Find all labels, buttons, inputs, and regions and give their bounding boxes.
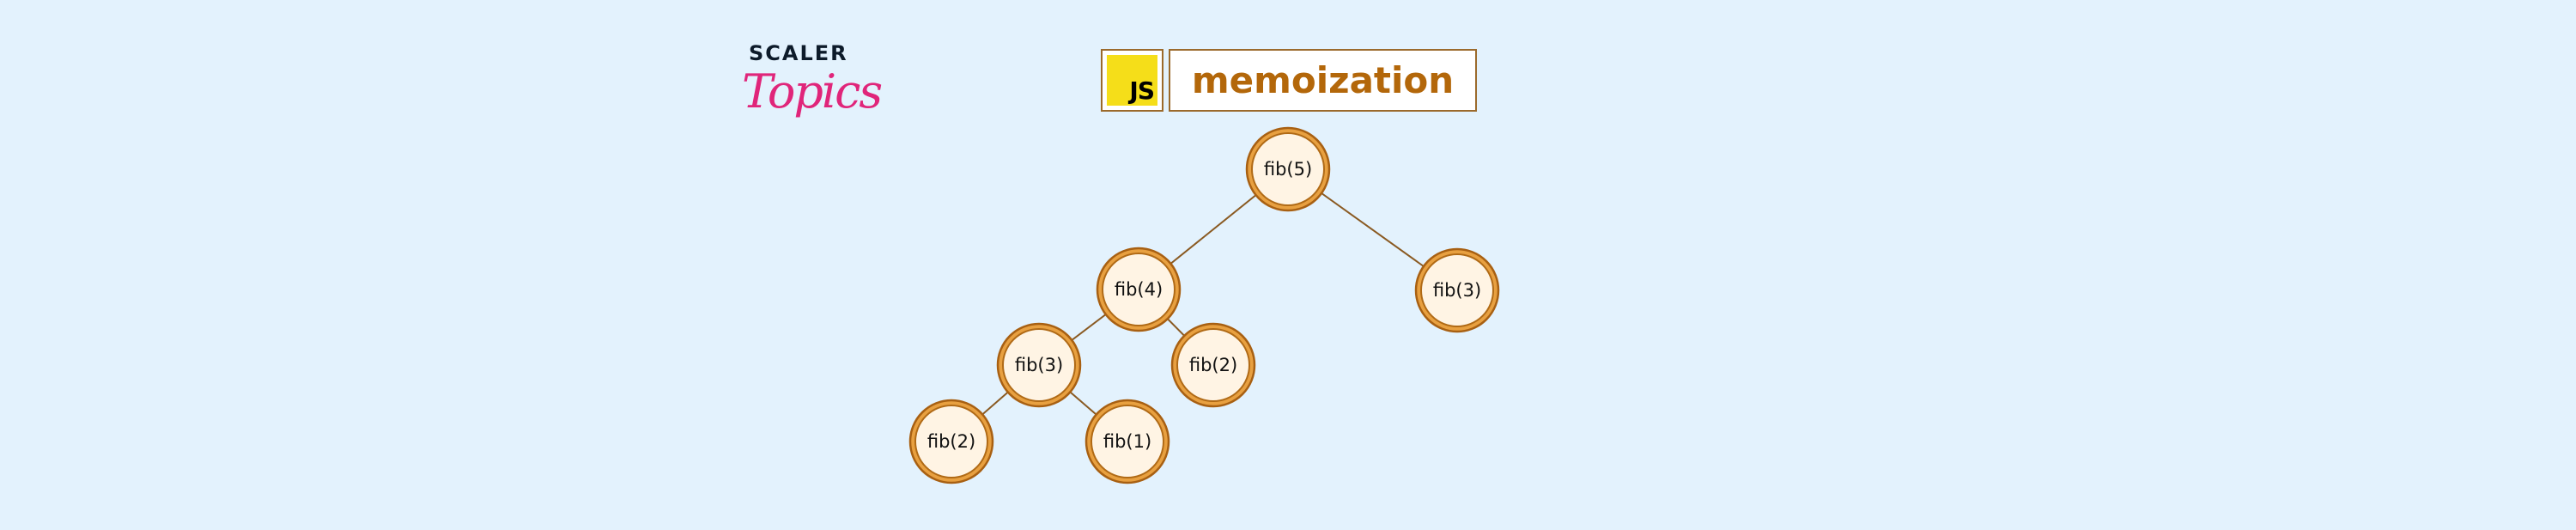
node-inner-circle — [1002, 328, 1076, 402]
tree-node: fib(3) — [996, 322, 1082, 408]
js-badge: JS — [1101, 49, 1163, 112]
tree-node: fib(2) — [908, 399, 994, 484]
node-inner-circle — [1251, 132, 1325, 206]
node-inner-circle — [1091, 405, 1164, 478]
title-box: memoization — [1169, 49, 1477, 112]
tree-node: fib(1) — [1084, 399, 1170, 484]
node-label: fib(3) — [1433, 280, 1481, 301]
node-label: fib(3) — [1015, 355, 1063, 375]
node-inner-circle — [914, 405, 988, 478]
tree-node: fib(3) — [1414, 247, 1500, 333]
node-label: fib(2) — [927, 431, 975, 452]
node-label: fib(5) — [1264, 159, 1312, 180]
page-title: memoization — [1191, 59, 1455, 101]
node-inner-circle — [1420, 253, 1494, 327]
node-label: fib(1) — [1103, 431, 1151, 452]
node-label: fib(2) — [1189, 355, 1237, 375]
node-inner-circle — [1102, 253, 1176, 326]
node-label: fib(4) — [1115, 279, 1163, 300]
tree-node: fib(4) — [1096, 247, 1182, 332]
js-logo-icon: JS — [1107, 55, 1157, 106]
tree-node: fib(5) — [1245, 126, 1331, 212]
logo-scaler-text: SCALER — [749, 41, 848, 65]
js-badge-text: JS — [1129, 76, 1155, 105]
tree-node: fib(2) — [1170, 322, 1256, 408]
logo-topics-text: Topics — [742, 64, 883, 119]
scaler-topics-logo: SCALER Topics — [740, 41, 883, 127]
node-inner-circle — [1176, 328, 1250, 402]
